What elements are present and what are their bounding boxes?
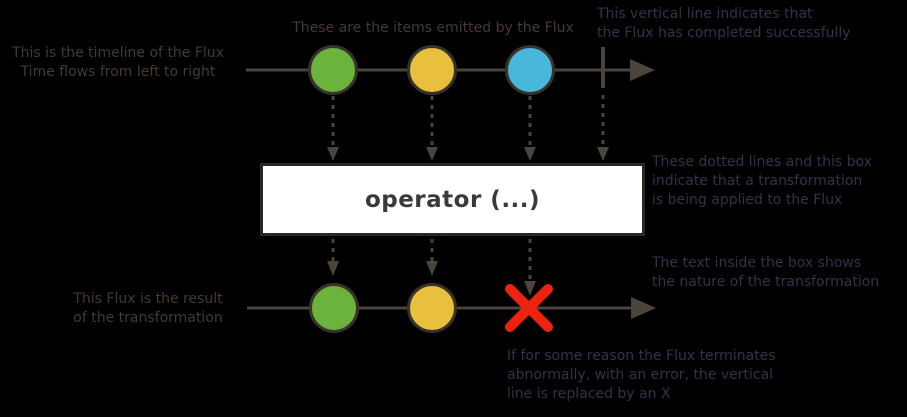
- source-marble-green: [308, 45, 358, 95]
- source-marble-blue: [505, 45, 555, 95]
- result-timeline-arrowhead-icon: [631, 297, 656, 319]
- annotation-timeline: This is the timeline of the Flux Time fl…: [12, 45, 224, 80]
- annotation-result: This Flux is the result of the transform…: [73, 291, 223, 326]
- result-marble-yellow: [407, 283, 457, 333]
- annotation-items: These are the items emitted by the Flux: [292, 20, 574, 36]
- dotted-arrowhead-out-1-icon: [327, 261, 339, 276]
- annotation-error: If for some reason the Flux terminates a…: [507, 348, 776, 402]
- dotted-arrowhead-in-3-icon: [524, 147, 536, 161]
- transform-arrows-out: [327, 239, 536, 296]
- annotation-operator-text: The text inside the box shows the nature…: [652, 255, 880, 290]
- annotation-complete: This vertical line indicates that the Fl…: [597, 6, 851, 41]
- operator-label: operator (...): [364, 186, 541, 213]
- dotted-arrowhead-out-3-icon: [524, 281, 536, 296]
- result-timeline: [247, 283, 656, 333]
- annotation-transformation: These dotted lines and this box indicate…: [652, 134, 907, 311]
- source-timeline-arrowhead-icon: [630, 59, 655, 81]
- dotted-arrowhead-in-4-icon: [597, 147, 609, 161]
- transform-arrows-in: [327, 95, 609, 161]
- result-marble-green: [309, 283, 359, 333]
- error-x-icon: [505, 284, 553, 332]
- dotted-arrowhead-out-2-icon: [426, 261, 438, 276]
- source-timeline: [246, 45, 655, 95]
- annotation-transformation-lines: These dotted lines and this box indicate…: [652, 154, 872, 208]
- dotted-arrowhead-in-2-icon: [426, 147, 438, 161]
- dotted-arrowhead-in-1-icon: [327, 147, 339, 161]
- source-marble-yellow: [407, 45, 457, 95]
- operator-box: operator (...): [260, 163, 645, 236]
